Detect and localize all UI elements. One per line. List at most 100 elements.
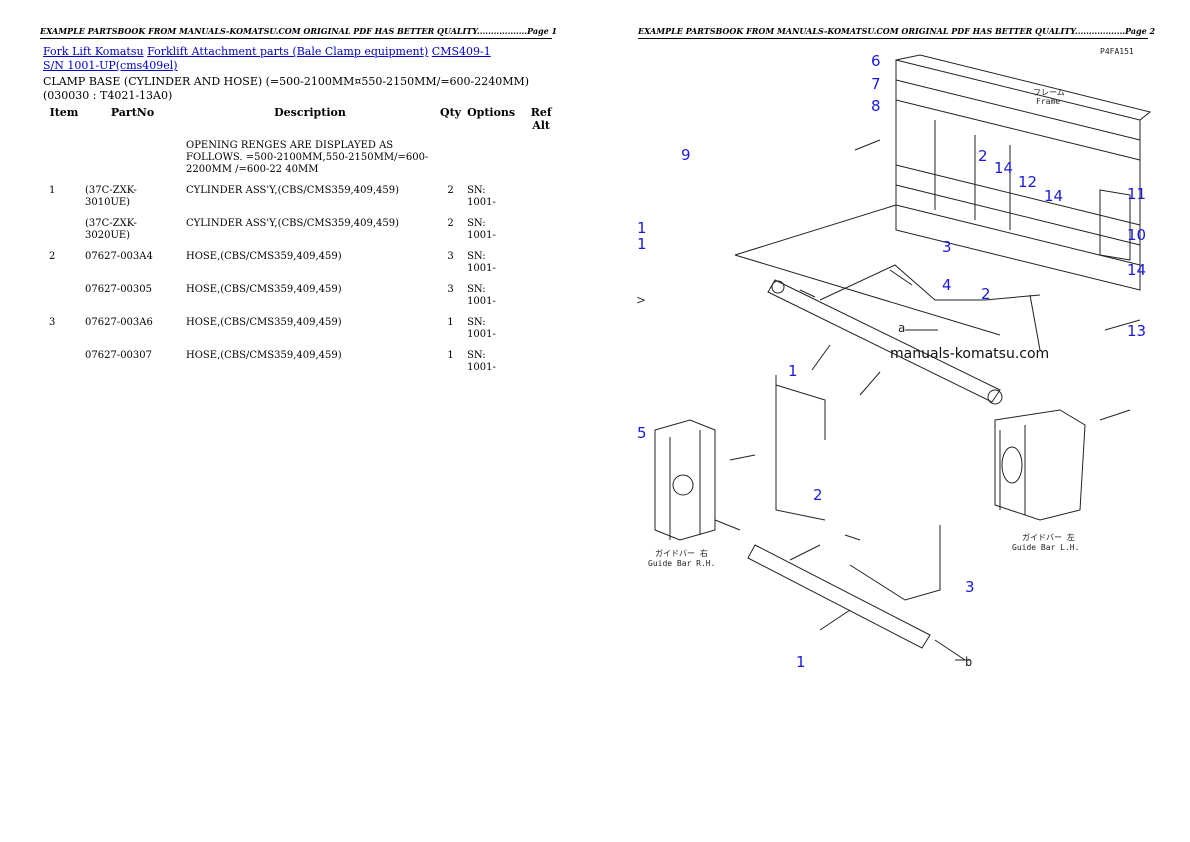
cell-item bbox=[43, 350, 82, 383]
table-row: 1 (37C-ZXK-3010UE) CYLINDER ASS'Y,(CBS/C… bbox=[43, 185, 564, 218]
drawing-code: P4FA151 bbox=[1100, 47, 1134, 56]
parts-diagram: P4FA151 フレーム Frame ガイドバー 右 Guide Bar R.H… bbox=[636, 47, 1152, 671]
cell-item: 3 bbox=[49, 317, 56, 328]
cell-refalt bbox=[518, 350, 564, 383]
cell-qty: 1 bbox=[447, 350, 454, 361]
cell-partno: 07627-003A4 bbox=[85, 251, 153, 262]
cell-qty: 2 bbox=[447, 185, 454, 196]
callout: 2 bbox=[981, 285, 991, 303]
cell-options: SN: 1001- bbox=[467, 251, 496, 274]
frame-label-jp: フレーム bbox=[1033, 88, 1065, 97]
callout: 8 bbox=[871, 97, 881, 115]
cell-item bbox=[43, 140, 82, 185]
cell-qty: 3 bbox=[447, 251, 454, 262]
cell-options: SN: 1001- bbox=[467, 284, 496, 307]
callout: 12 bbox=[1018, 173, 1037, 191]
callout: 5 bbox=[637, 424, 647, 442]
table-row: OPENING RENGES ARE DISPLAYED AS FOLLOWS.… bbox=[43, 140, 564, 185]
cell-qty: 2 bbox=[447, 218, 454, 229]
cell-refalt bbox=[518, 317, 564, 350]
guide-bar-lh-jp: ガイドバー 左 bbox=[1022, 532, 1075, 542]
cell-partno: 07627-00307 bbox=[85, 350, 153, 361]
frame-label-en: Frame bbox=[1036, 97, 1060, 106]
table-row: 07627-00305 HOSE,(CBS/CMS359,409,459) 3 … bbox=[43, 284, 564, 317]
callout: 2 bbox=[813, 486, 823, 504]
table-header-row: Item PartNo Description Qty Options Ref … bbox=[43, 106, 564, 140]
callout: 14 bbox=[1127, 261, 1146, 279]
breadcrumb-link-forklift-attachment[interactable]: Forklift Attachment parts (Bale Clamp eq… bbox=[147, 45, 429, 58]
breadcrumb-link-fork-lift-komatsu[interactable]: Fork Lift Komatsu bbox=[43, 45, 144, 58]
callout: 1 bbox=[637, 235, 647, 253]
cell-description: HOSE,(CBS/CMS359,409,459) bbox=[186, 251, 342, 262]
guide-bar-rh-en: Guide Bar R.H. bbox=[648, 559, 715, 568]
breadcrumb-link-model[interactable]: CMS409-1 S/N 1001-UP(cms409el) bbox=[43, 45, 491, 72]
cell-description: HOSE,(CBS/CMS359,409,459) bbox=[186, 350, 342, 361]
cell-item: 2 bbox=[49, 251, 56, 262]
cell-description: OPENING RENGES ARE DISPLAYED AS FOLLOWS.… bbox=[186, 140, 429, 175]
table-row: 3 07627-003A6 HOSE,(CBS/CMS359,409,459) … bbox=[43, 317, 564, 350]
cell-options: SN: 1001- bbox=[467, 350, 496, 373]
cell-options: SN: 1001- bbox=[467, 218, 496, 241]
cell-item bbox=[43, 284, 82, 317]
col-partno: PartNo bbox=[110, 106, 155, 119]
col-options: Options bbox=[467, 106, 516, 119]
callout: 4 bbox=[942, 276, 952, 294]
callout: 3 bbox=[942, 238, 952, 256]
cell-partno: (37C-ZXK-3020UE) bbox=[85, 218, 137, 241]
cell-refalt bbox=[518, 284, 564, 317]
cell-refalt bbox=[518, 185, 564, 218]
cell-qty bbox=[437, 140, 464, 185]
cell-description: HOSE,(CBS/CMS359,409,459) bbox=[186, 284, 342, 295]
connection-mark-b: b bbox=[965, 655, 972, 669]
callout: 3 bbox=[965, 578, 975, 596]
table-row: 07627-00307 HOSE,(CBS/CMS359,409,459) 1 … bbox=[43, 350, 564, 383]
cell-refalt bbox=[518, 218, 564, 251]
callout: 10 bbox=[1127, 226, 1146, 244]
cell-item: 1 bbox=[49, 185, 56, 196]
cell-partno: 07627-00305 bbox=[85, 284, 153, 295]
arrow-mark: > bbox=[636, 293, 646, 307]
table-row: 2 07627-003A4 HOSE,(CBS/CMS359,409,459) … bbox=[43, 251, 564, 284]
breadcrumb: Fork Lift Komatsu Forklift Attachment pa… bbox=[43, 45, 513, 73]
cell-description: CYLINDER ASS'Y,(CBS/CMS359,409,459) bbox=[186, 185, 399, 196]
callout: 1 bbox=[796, 653, 806, 671]
cell-item bbox=[43, 218, 82, 251]
page-title: CLAMP BASE (CYLINDER AND HOSE) (=500-210… bbox=[43, 75, 530, 102]
callout: 13 bbox=[1127, 322, 1146, 340]
guide-bar-lh-en: Guide Bar L.H. bbox=[1012, 543, 1079, 552]
callout: 14 bbox=[1044, 187, 1063, 205]
connection-mark-a: a bbox=[898, 321, 905, 335]
col-description: Description bbox=[274, 106, 346, 119]
callout: 1 bbox=[637, 219, 647, 237]
parts-table: Item PartNo Description Qty Options Ref … bbox=[43, 106, 564, 383]
cell-options: SN: 1001- bbox=[467, 317, 496, 340]
col-refalt: Ref Alt bbox=[530, 106, 552, 132]
callout: 11 bbox=[1127, 185, 1146, 203]
callout: 9 bbox=[681, 146, 691, 164]
cell-qty: 3 bbox=[447, 284, 454, 295]
cell-refalt bbox=[518, 140, 564, 185]
cell-qty: 1 bbox=[447, 317, 454, 328]
page-1-header: EXAMPLE PARTSBOOK FROM MANUALS-KOMATSU.C… bbox=[40, 26, 557, 39]
cell-refalt bbox=[518, 251, 564, 284]
callout: 14 bbox=[994, 159, 1013, 177]
col-item: Item bbox=[49, 106, 79, 119]
page-2-header: EXAMPLE PARTSBOOK FROM MANUALS-KOMATSU.C… bbox=[638, 26, 1155, 39]
watermark: manuals-komatsu.com bbox=[890, 346, 1049, 362]
diagram-linework bbox=[654, 54, 1152, 661]
callout: 6 bbox=[871, 52, 881, 70]
callout: 1 bbox=[788, 362, 798, 380]
callout: 7 bbox=[871, 75, 881, 93]
table-row: (37C-ZXK-3020UE) CYLINDER ASS'Y,(CBS/CMS… bbox=[43, 218, 564, 251]
cell-description: CYLINDER ASS'Y,(CBS/CMS359,409,459) bbox=[186, 218, 399, 229]
cell-options: SN: 1001- bbox=[467, 185, 496, 208]
col-qty: Qty bbox=[440, 106, 462, 119]
cell-options bbox=[464, 140, 518, 185]
cell-description: HOSE,(CBS/CMS359,409,459) bbox=[186, 317, 342, 328]
callout: 2 bbox=[978, 147, 988, 165]
cell-partno bbox=[82, 140, 183, 185]
callout-numbers: 6 7 8 9 1 1 2 14 12 14 11 10 3 14 4 2 13… bbox=[637, 52, 1146, 671]
cell-partno: 07627-003A6 bbox=[85, 317, 153, 328]
cell-partno: (37C-ZXK-3010UE) bbox=[85, 185, 137, 208]
guide-bar-rh-jp: ガイドバー 右 bbox=[655, 548, 708, 558]
